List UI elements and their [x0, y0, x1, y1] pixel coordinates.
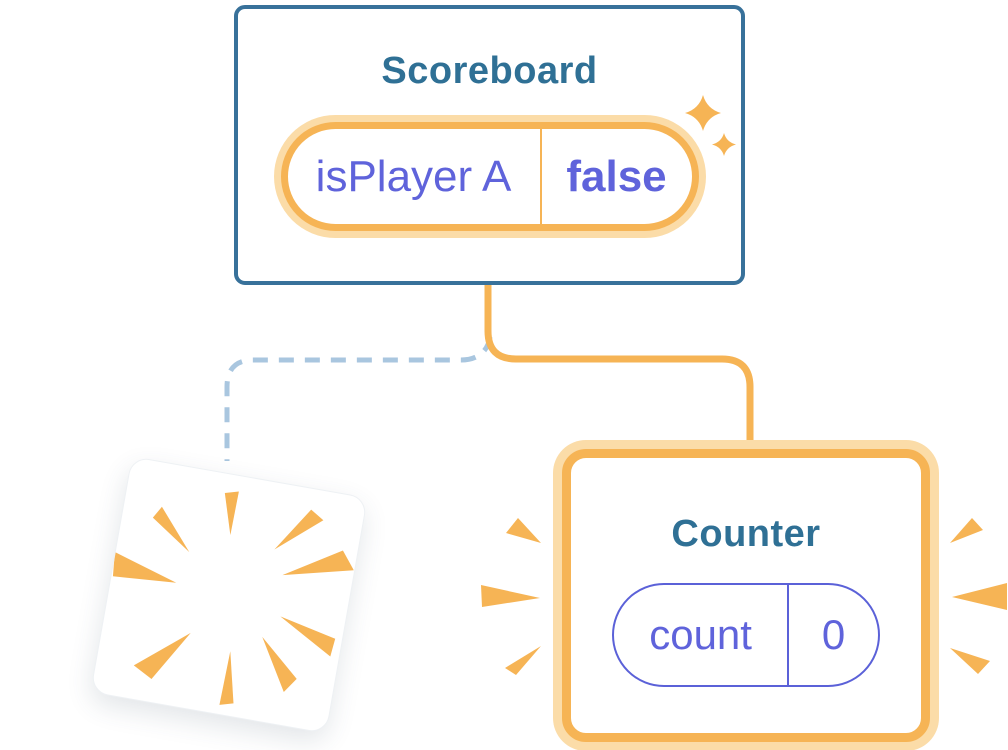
state-value-label: false	[566, 151, 667, 201]
state-key-label: count	[649, 611, 752, 658]
state-connector-line	[484, 283, 754, 452]
scoreboard-component-card: Scoreboard isPlayer A false	[234, 5, 745, 285]
counter-state-pill: count 0	[612, 583, 880, 687]
emphasis-burst-right-icon	[950, 518, 1007, 674]
counter-title: Counter	[671, 513, 821, 555]
state-value-label: 0	[821, 611, 846, 658]
destroyed-connector-dashed-line	[224, 336, 493, 461]
counter-component-card: Counter count 0	[562, 449, 930, 742]
pill-divider	[539, 129, 542, 224]
state-key-label: isPlayer A	[315, 151, 512, 201]
scoreboard-state-pill: isPlayer A false	[280, 122, 699, 231]
destroyed-component-card	[89, 455, 369, 735]
destruction-burst-icon	[112, 491, 354, 705]
pill-divider	[787, 585, 790, 685]
scoreboard-title: Scoreboard	[381, 50, 598, 92]
emphasis-burst-left-icon	[481, 518, 541, 675]
